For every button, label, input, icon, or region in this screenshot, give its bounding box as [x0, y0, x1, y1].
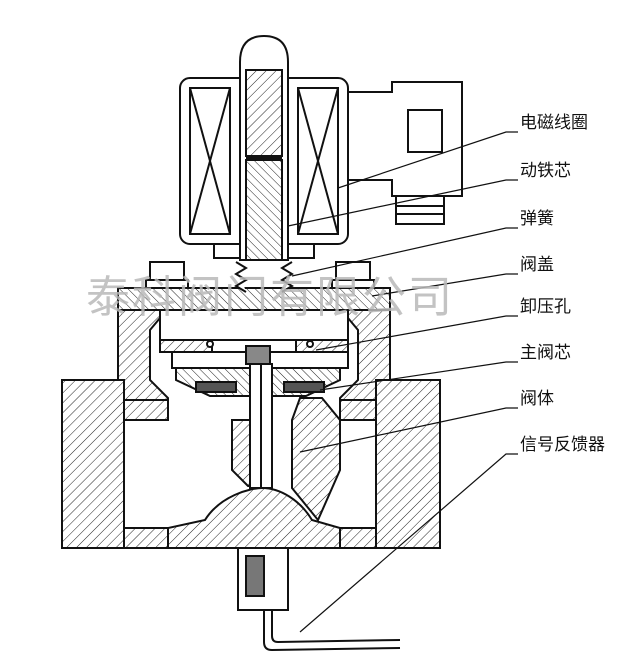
- pilot-tube: [249, 363, 273, 489]
- signal-feedback-sensor: [237, 547, 401, 652]
- label-relief-hole: 卸压孔: [520, 297, 571, 317]
- watermark: 泰科阀门有限公司: [86, 272, 454, 323]
- label-coil: 电磁线圈: [520, 113, 588, 133]
- valve-body: [61, 291, 441, 549]
- spring: [234, 261, 294, 293]
- label-spring: 弹簧: [520, 209, 554, 229]
- callout-labels: 电磁线圈 动铁芯 弹簧 阀盖 卸压孔 主阀芯 阀体 信号反馈器: [520, 113, 605, 455]
- label-armature: 动铁芯: [520, 161, 571, 181]
- coil-connector: [347, 81, 463, 225]
- label-feedback: 信号反馈器: [520, 435, 605, 455]
- bolt-right: [331, 261, 375, 289]
- leader-lines: [287, 131, 518, 633]
- label-bonnet: 阀盖: [520, 255, 554, 275]
- label-main-core: 主阀芯: [520, 343, 571, 363]
- bonnet: [117, 287, 391, 353]
- main-valve-core: [171, 340, 349, 397]
- bolt-left: [145, 261, 189, 289]
- label-body: 阀体: [520, 389, 554, 409]
- armature: [239, 34, 289, 261]
